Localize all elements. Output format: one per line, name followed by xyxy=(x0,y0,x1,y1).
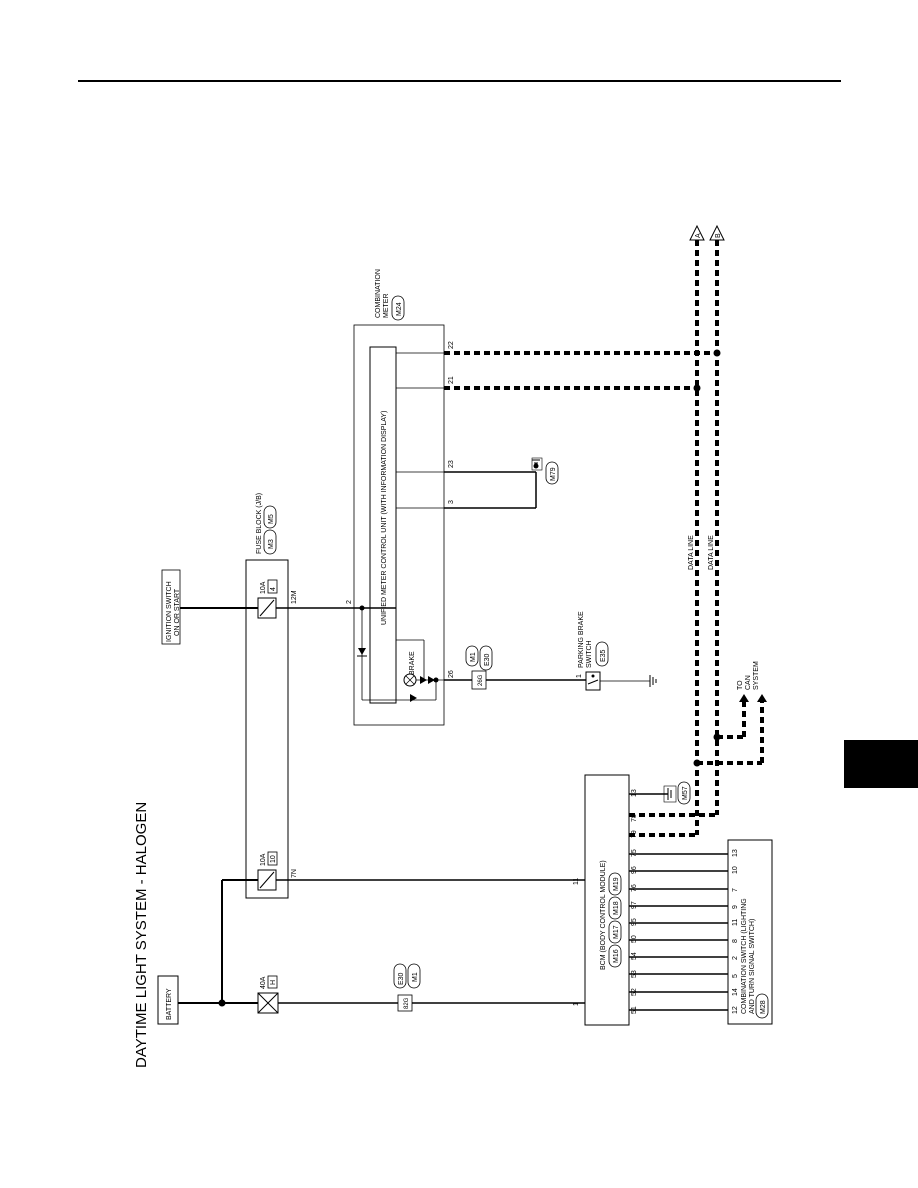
parking-brake-label-2: SWITCH xyxy=(586,640,593,668)
conn-m57: M57 xyxy=(682,786,689,800)
arrow-a-label: A xyxy=(695,233,702,238)
battery-box xyxy=(157,975,179,1025)
conn-m5: M5 xyxy=(268,514,275,524)
bcm-pin-1: 1 xyxy=(573,1002,580,1006)
can-arrow-2 xyxy=(757,694,767,702)
conn-m3: M3 xyxy=(268,539,275,549)
diode-upper xyxy=(358,648,366,655)
parking-pin-1: 1 xyxy=(576,674,583,678)
bcm-pin: 96 xyxy=(631,866,638,874)
combination-switch-box xyxy=(727,839,773,1025)
fuse-10a-4-id: 4 xyxy=(270,587,277,591)
comb-pin-row: 12 14 5 2 8 11 9 7 10 13 xyxy=(732,849,739,1014)
conn-m19: M19 xyxy=(613,877,620,891)
connector-26g xyxy=(471,670,487,690)
comb-pin: 7 xyxy=(732,888,739,892)
conn-m1-upper: M1 xyxy=(470,652,477,662)
switch-wires xyxy=(629,853,728,1011)
fuse-10a-10-amp: 10A xyxy=(260,853,267,866)
bcm-pin-13: 13 xyxy=(631,789,638,797)
wire-id-7n: 7N xyxy=(291,869,298,878)
comb-pin: 9 xyxy=(732,905,739,909)
comb-pin: 5 xyxy=(732,974,739,978)
bcm-pin-row: 51 52 53 54 50 95 97 76 96 75 xyxy=(631,849,638,1014)
ignition-label-1: IGNITION SWITCH xyxy=(166,581,173,642)
conn-m18: M18 xyxy=(613,901,620,915)
comb-pin: 8 xyxy=(732,939,739,943)
conn-e30-lower: E30 xyxy=(398,972,405,985)
fuse-10a-4-amp: 10A xyxy=(260,581,267,594)
comb-pin: 13 xyxy=(732,849,739,857)
wire-id-26g: 26G xyxy=(478,674,484,686)
section-tab xyxy=(844,740,918,788)
to-can-label-3: SYSTEM xyxy=(753,661,760,690)
comb-pin: 11 xyxy=(732,919,739,926)
arrow-a-icon xyxy=(689,224,705,241)
combination-meter-box xyxy=(353,324,445,726)
wire-id-82g: 82G xyxy=(404,997,410,1009)
unified-meter-label: UNIFIED METER CONTROL UNIT (WITH INFORMA… xyxy=(381,411,388,625)
conn-m28: M28 xyxy=(760,1000,767,1014)
ignition-switch-box xyxy=(161,569,181,645)
wire-id-12m: 12M xyxy=(291,590,298,604)
top-rule xyxy=(78,80,841,82)
conn-e35: E35 xyxy=(600,649,607,662)
data-line-label-2: DATA LINE xyxy=(708,535,715,570)
diode-lower-2 xyxy=(428,676,435,684)
bcm-box xyxy=(584,774,630,1026)
bcm-pin: 50 xyxy=(631,935,638,943)
conn-m1-lower: M1 xyxy=(412,972,419,982)
meter-pin-22: 22 xyxy=(448,341,455,349)
bcm-pin: 75 xyxy=(631,849,638,857)
can-arrow-1 xyxy=(739,694,749,702)
meter-pin-2: 2 xyxy=(346,600,353,604)
comb-meter-label-1: COMBINATION xyxy=(375,269,382,318)
meter-pin-21: 21 xyxy=(448,376,455,384)
meter-pin-3: 3 xyxy=(448,500,455,504)
comb-meter-label-2: METER xyxy=(383,294,390,319)
conn-e30-upper: E30 xyxy=(484,653,491,666)
comb-switch-label-1: COMBINATION SWITCH (LIGHTING xyxy=(741,898,748,1014)
bcm-pin-11: 11 xyxy=(573,878,580,885)
diode-lower-1 xyxy=(420,676,427,684)
data-line-label-1: DATA LINE xyxy=(688,535,695,570)
diode-lower-3 xyxy=(410,694,417,702)
bcm-label: BCM (BODY CONTROL MODULE) xyxy=(600,860,607,970)
fuse-block xyxy=(245,559,289,899)
to-can-label-2: CAN xyxy=(745,675,752,690)
bcm-pin: 76 xyxy=(631,884,638,892)
comb-pin: 10 xyxy=(732,866,739,874)
comb-pin: 12 xyxy=(732,1006,739,1014)
diagram-title: DAYTIME LIGHT SYSTEM - HALOGEN xyxy=(133,802,150,1068)
fuse-40a-amp: 40A xyxy=(260,976,267,989)
fuse-40a-id: H xyxy=(270,980,277,985)
parking-brake-label-1: PARKING BRAKE xyxy=(578,611,585,668)
meter-pin-26: 26 xyxy=(448,670,455,678)
bcm-pin-78: 78 xyxy=(631,814,638,822)
comb-switch-label-2: AND TURN SIGNAL SWITCH) xyxy=(749,919,756,1014)
bcm-pin: 97 xyxy=(631,901,638,909)
conn-m79: M79 xyxy=(550,467,557,481)
conn-m17: M17 xyxy=(613,925,620,939)
unified-meter-unit xyxy=(369,346,397,704)
conn-m24: M24 xyxy=(396,302,403,316)
fuse-10a-10-id: 10 xyxy=(270,855,277,863)
arrow-b-icon xyxy=(709,224,725,241)
brake-label: BRAKE xyxy=(409,651,416,675)
connector-82g xyxy=(397,994,413,1012)
comb-pin: 2 xyxy=(732,956,739,960)
meter-pin-23: 23 xyxy=(448,460,455,468)
fuse-block-label: FUSE BLOCK (J/B) xyxy=(256,493,263,554)
to-can-label-1: TO xyxy=(737,680,744,690)
comb-pin: 14 xyxy=(732,988,739,996)
ignition-label-2: ON OR START xyxy=(174,588,181,636)
arrow-b-label: B xyxy=(715,233,722,238)
bcm-pin: 54 xyxy=(631,952,638,960)
battery-label: BATTERY xyxy=(166,988,173,1020)
bcm-pin: 95 xyxy=(631,918,638,926)
conn-m16: M16 xyxy=(613,949,620,963)
